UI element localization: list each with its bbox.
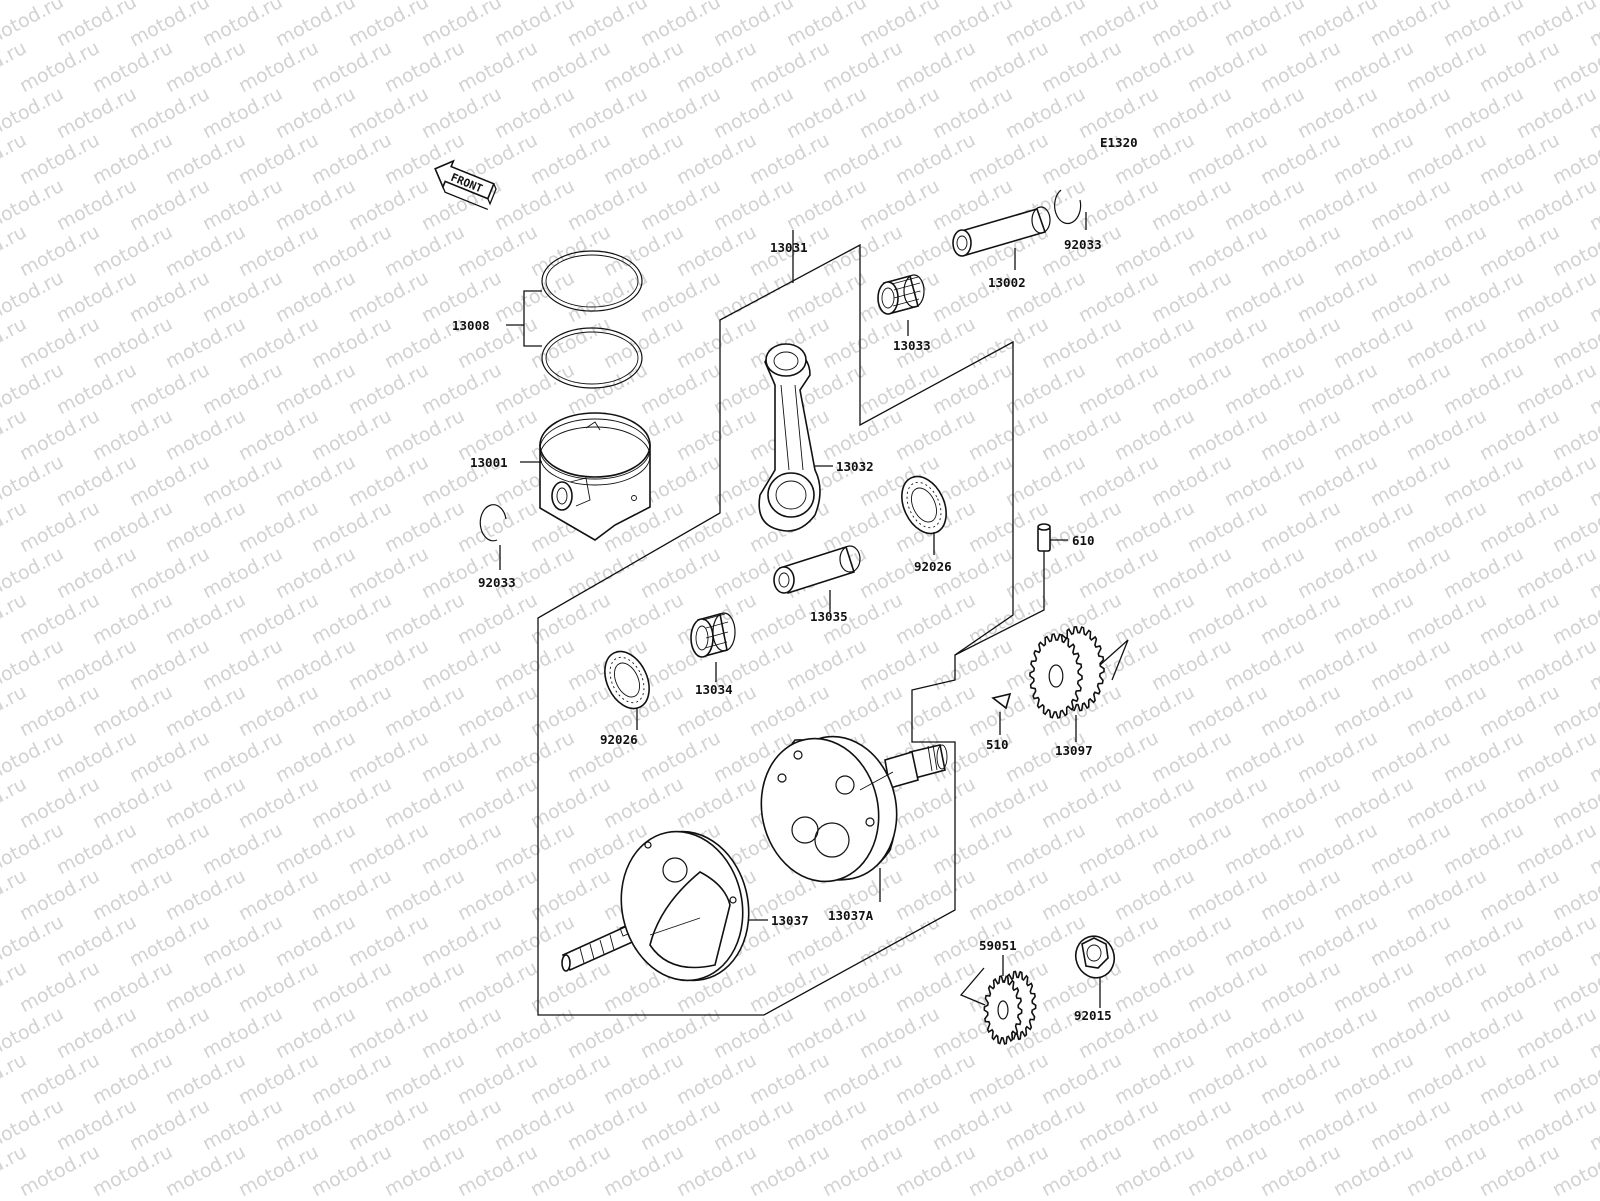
piston [539, 412, 651, 541]
part-number-610: 610 [1072, 533, 1095, 548]
part-number-13097: 13097 [1055, 743, 1093, 758]
piston-pin [952, 206, 1051, 257]
part-number-13008: 13008 [452, 318, 490, 333]
leader-610 [954, 539, 1068, 656]
primary-gear [1029, 625, 1105, 719]
piston-ring-upper [541, 250, 643, 312]
part-number-13035: 13035 [810, 609, 848, 624]
leader-13008 [506, 290, 542, 347]
part-number-92026-left: 92026 [600, 732, 638, 747]
diagram-code: E1320 [1100, 135, 1138, 150]
crankshaft-left-half [561, 830, 750, 982]
connecting-rod [758, 343, 821, 532]
part-number-510: 510 [986, 737, 1009, 752]
thrust-washer-left [604, 650, 650, 710]
dowel-pin [1037, 523, 1051, 552]
thrust-washer-right [901, 475, 947, 535]
gear-direction-mark [1099, 639, 1129, 681]
gear-59051-direction-mark [959, 967, 986, 1006]
crank-pin [773, 545, 861, 595]
part-number-13001: 13001 [470, 455, 508, 470]
needle-bearing-small-end [877, 274, 925, 315]
woodruff-key [991, 692, 1012, 710]
circlip-right [1054, 189, 1082, 225]
part-number-13034: 13034 [695, 682, 733, 697]
part-number-59051: 59051 [979, 938, 1017, 953]
part-number-92026-right: 92026 [914, 559, 952, 574]
balancer-drive-gear [983, 970, 1037, 1045]
piston-ring-lower [541, 327, 643, 389]
crankshaft-right-half [760, 735, 948, 883]
part-number-92033-right: 92033 [1064, 237, 1102, 252]
part-number-92033-left: 92033 [478, 575, 516, 590]
part-number-13037A: 13037A [828, 908, 874, 923]
needle-bearing-big-end [690, 612, 736, 658]
circlip-left [479, 504, 507, 542]
part-number-13037: 13037 [771, 913, 809, 928]
part-number-13033: 13033 [893, 338, 931, 353]
part-number-13002: 13002 [988, 275, 1026, 290]
assembly-outline [537, 243, 1014, 1016]
part-number-92015: 92015 [1074, 1008, 1112, 1023]
part-number-13032: 13032 [836, 459, 874, 474]
part-number-13031: 13031 [770, 240, 808, 255]
front-arrow-icon: FRONT [434, 159, 497, 211]
flange-nut [1074, 935, 1116, 979]
